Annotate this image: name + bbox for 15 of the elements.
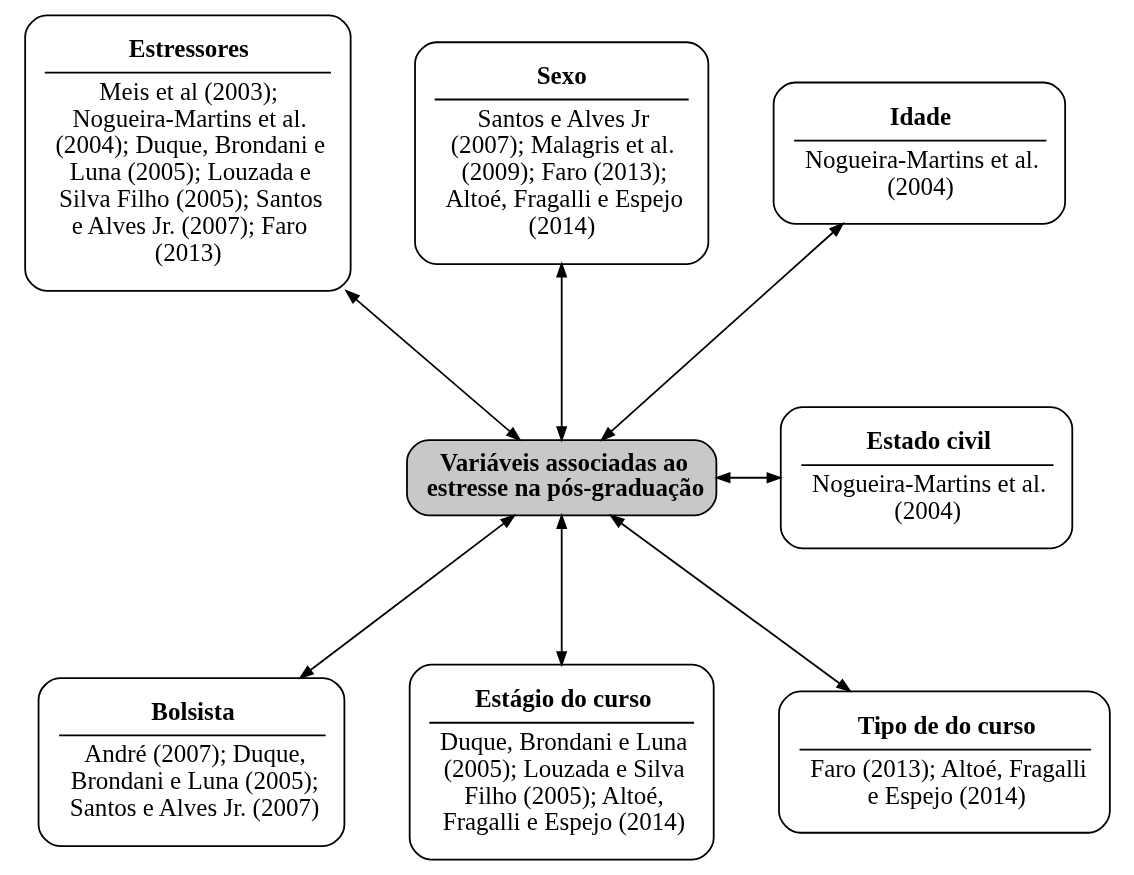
arrow [555, 261, 567, 443]
node-box: Sexo Santos e Alves Jr (2007); Malagris et al. (2009); Faro (2013); Altoé, Fragalli e Espejo (2014) [413, 41, 709, 265]
node-box: Idade Nogueira-Martins et al. (2004) [772, 81, 1066, 225]
node-box: Estágio do curso Duque, Brondani e Luna (2005); Louzada e Silva Filho (2005); Altoé, Fragalli e Espejo (2014) [408, 663, 715, 861]
arrow [297, 514, 516, 680]
node-box: Variáveis associadas ao estresse na pós-graduação [405, 439, 717, 517]
arrow [555, 512, 567, 668]
arrow [608, 514, 852, 693]
arrow [713, 472, 783, 484]
node-box: Tipo de do curso Faro (2013); Altoé, Fragalli e Espejo (2014) [777, 690, 1111, 834]
node-box: Estressores Meis et al (2003); Nogueira-Martins et al. (2004); Duque, Brondani e Luna (2005); Louzada e Silva Filho (2005); Santos e Alves Jr. (2007); Faro (2013) [23, 14, 352, 292]
arrow [599, 222, 845, 442]
arrow [343, 289, 522, 442]
node-box: Bolsista André (2007); Duque, Brondani e Luna (2005); Santos e Alves Jr. (2007) [37, 677, 345, 848]
node-box: Estado civil Nogueira-Martins et al. (2004) [779, 406, 1073, 550]
